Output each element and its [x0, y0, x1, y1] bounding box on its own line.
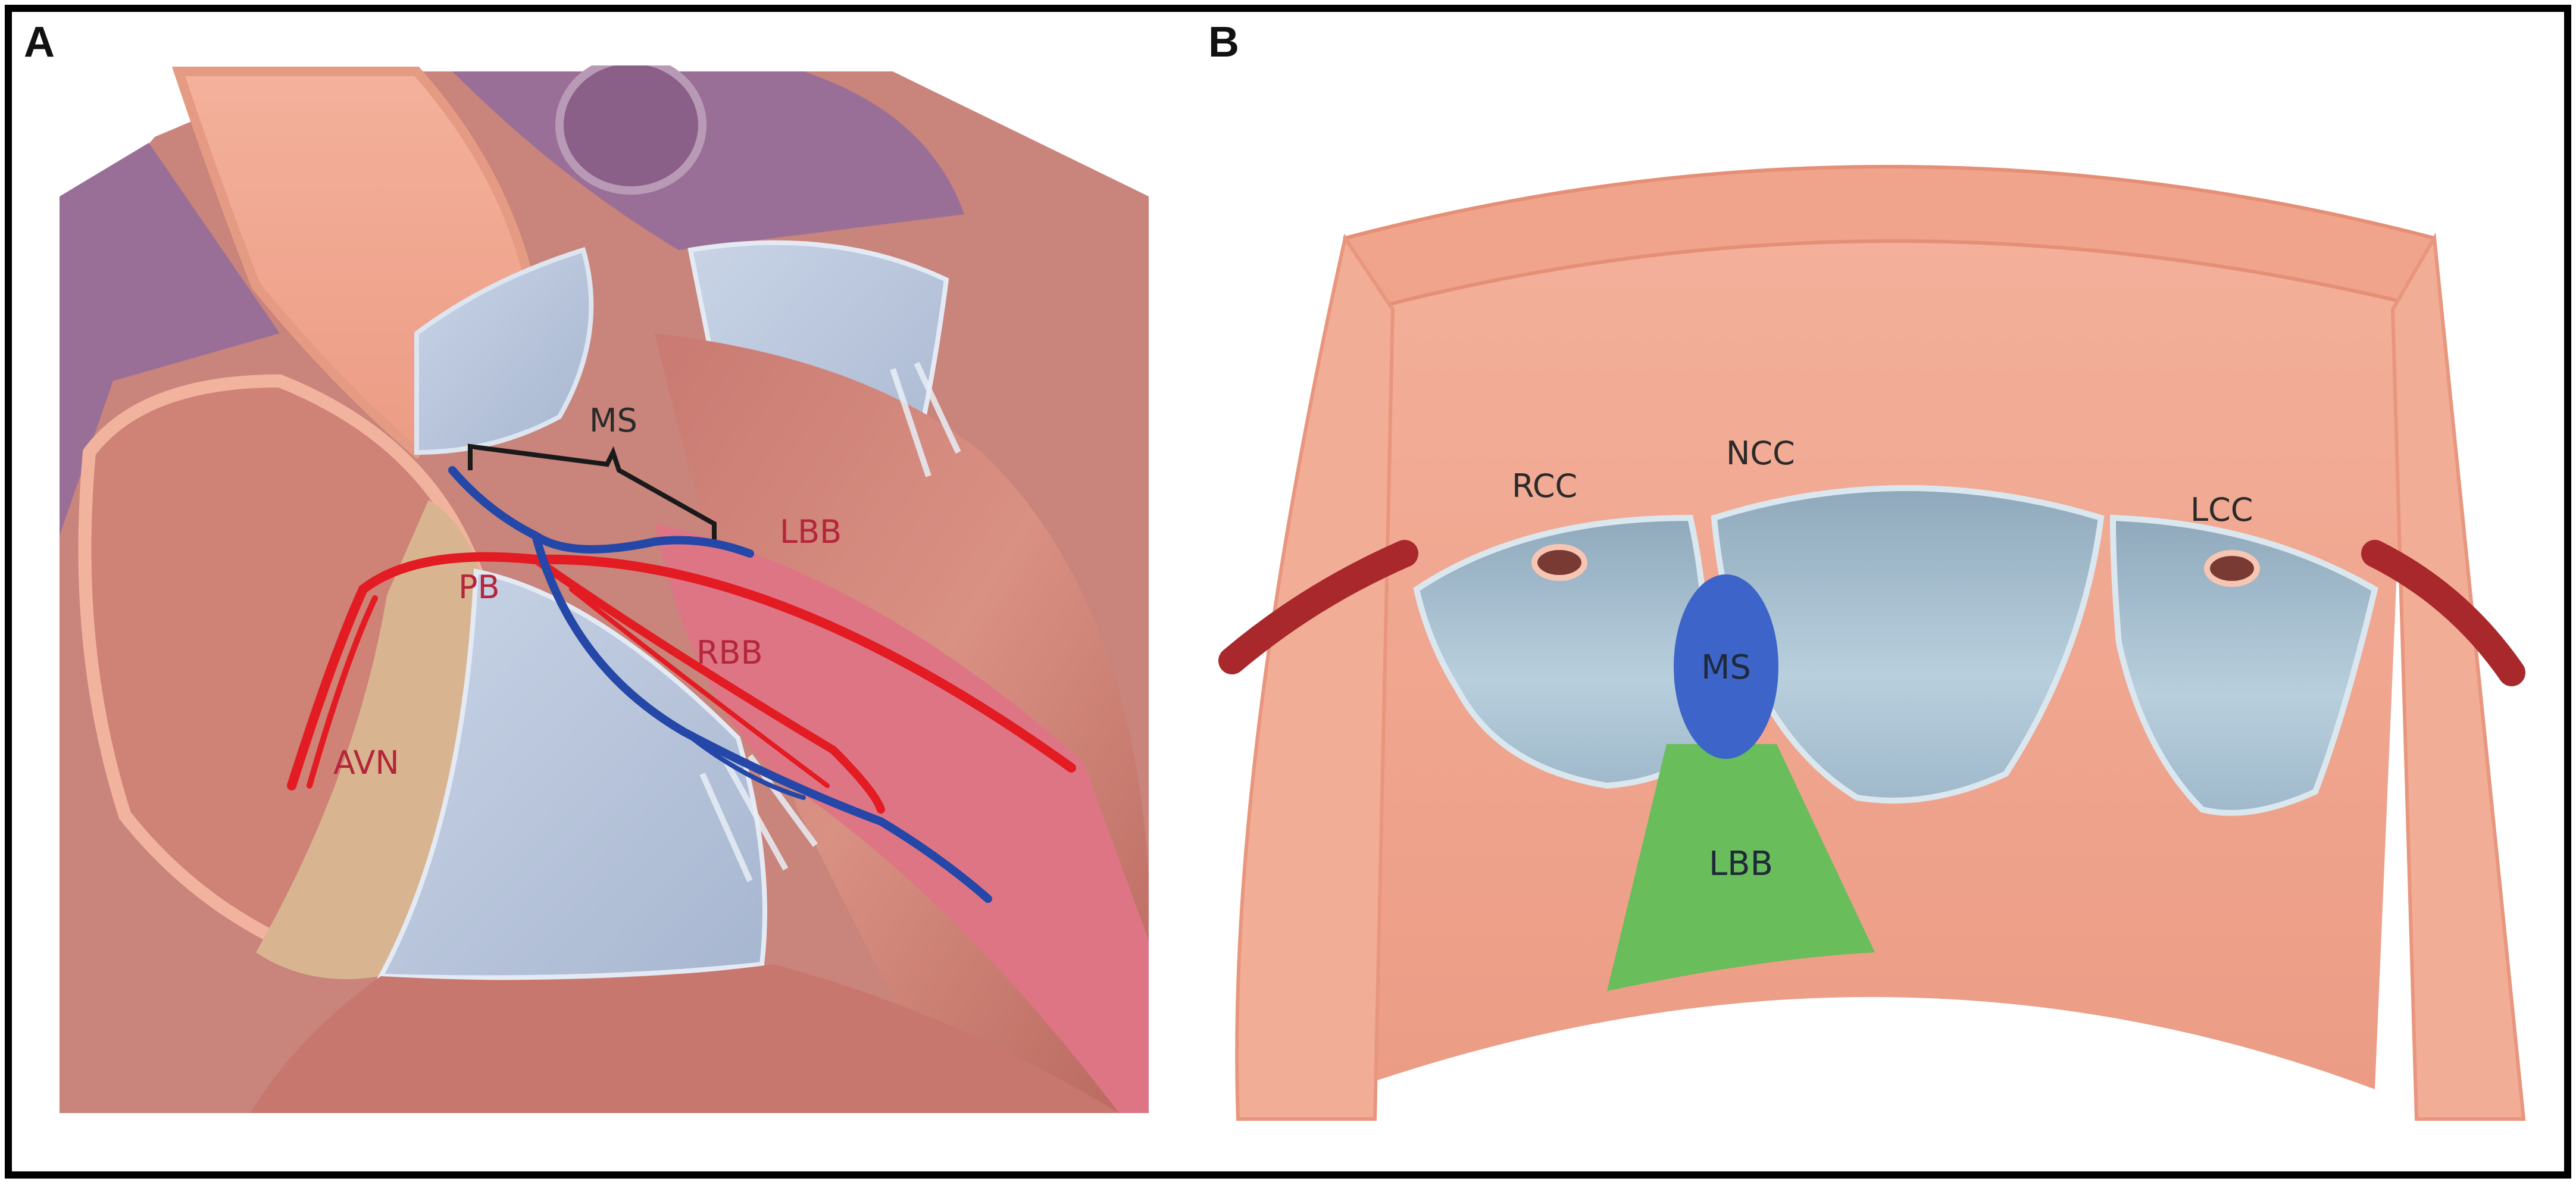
- panel-b: RCC NCC LCC MS LBB: [1218, 165, 2526, 1121]
- aortic-cut-edge-right: [2390, 232, 2526, 1121]
- label-lbb: LBB: [780, 513, 842, 551]
- blue-conduction-pathway: [448, 466, 992, 903]
- label-ms-zone: MS: [1701, 648, 1751, 687]
- ms-bracket: [468, 443, 717, 542]
- right-coronary-ostium: [1531, 544, 1587, 581]
- label-ncc: NCC: [1726, 435, 1795, 472]
- label-pb: PB: [458, 568, 500, 606]
- label-rcc: RCC: [1512, 467, 1577, 505]
- panel-a-letter: A: [24, 18, 55, 66]
- outer-frame: [5, 5, 2571, 1179]
- label-lcc: LCC: [2190, 491, 2253, 529]
- lbb-zone: [1607, 744, 1875, 991]
- label-rbb: RBB: [696, 634, 763, 671]
- ms-zone: [1674, 574, 1778, 759]
- ventricle-floor: [250, 964, 1119, 1113]
- left-coronary-cusp: [2109, 514, 2378, 816]
- panel-b-letter: B: [1208, 18, 1239, 66]
- left-coronary-artery: [2361, 540, 2525, 686]
- tricuspid-leaflet: [377, 568, 767, 980]
- panel-a: MS LBB PB RBB AVN: [60, 65, 1149, 1113]
- aortic-cut-edge-left: [1235, 233, 1395, 1121]
- vessel-opening: [555, 65, 706, 195]
- label-ms: MS: [589, 402, 637, 439]
- left-coronary-ostium: [2204, 550, 2260, 587]
- interventricular-septum: [655, 524, 1149, 1113]
- label-lbb-zone: LBB: [1709, 845, 1773, 883]
- label-avn: AVN: [333, 744, 399, 782]
- right-coronary-artery: [1218, 540, 1418, 674]
- right-atrium-wall: [60, 143, 280, 536]
- aortic-valve-leaflets: [414, 246, 594, 455]
- red-conduction-pathway: [287, 552, 1076, 814]
